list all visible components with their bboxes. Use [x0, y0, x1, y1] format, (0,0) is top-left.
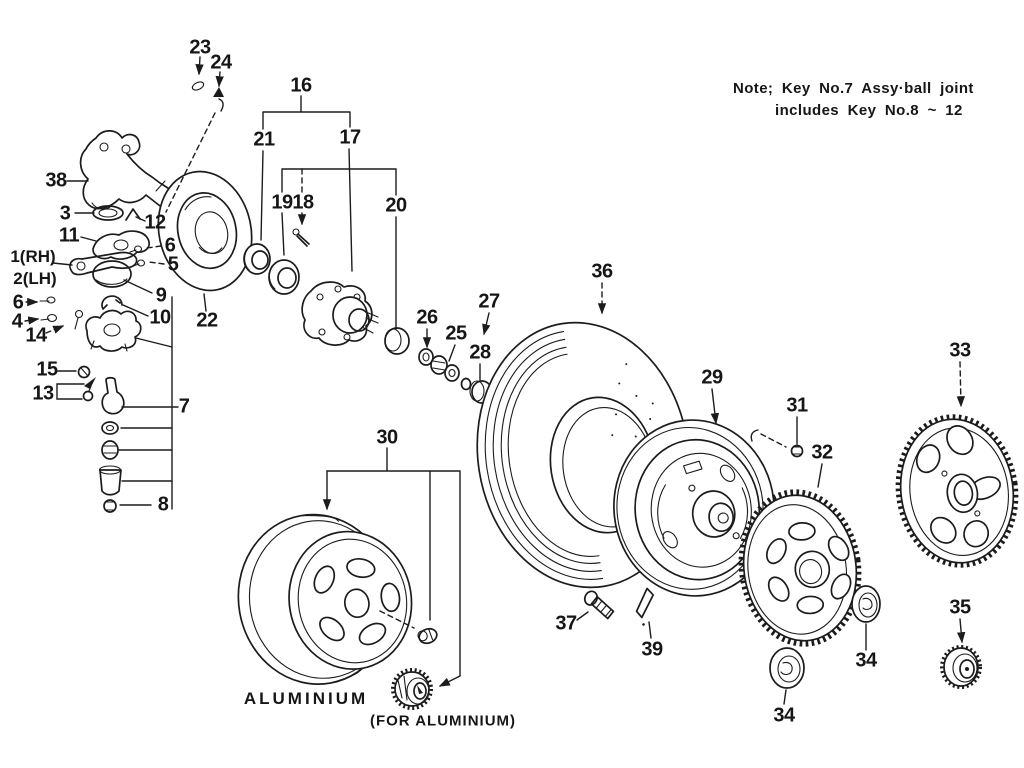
ball-joint-lower-drawing [74, 309, 142, 352]
callout-4: 4 [11, 310, 23, 333]
joint-washer-drawing [101, 421, 119, 435]
snap-ring-drawing [101, 295, 123, 310]
callout-14: 14 [25, 324, 47, 347]
steering-arm-drawing [69, 251, 138, 276]
callout-36: 36 [591, 260, 613, 283]
callout-34b: 34 [855, 649, 877, 672]
callout-6b: 6 [12, 291, 24, 314]
assembly-line-7 [118, 296, 173, 510]
callout-19: 19 [271, 191, 293, 214]
note-text: Note; Key No.7 Assy·ball joint includes … [733, 80, 974, 119]
callout-26: 26 [416, 306, 438, 329]
callout-13: 13 [32, 382, 54, 405]
callout-3: 3 [59, 202, 71, 225]
callout-1rh: 1(RH) [10, 247, 56, 266]
callout-32: 32 [811, 441, 833, 464]
ball-joint-upper-drawing [92, 230, 150, 260]
callout-29: 29 [701, 366, 723, 389]
balance-weight-drawing [635, 587, 655, 626]
valve-stem-drawing [583, 590, 615, 620]
retainer-ring-drawing [77, 365, 91, 379]
outer-bearing-drawing [243, 243, 271, 275]
bracket-19-18-20 [281, 168, 397, 196]
callout-20: 20 [385, 194, 407, 217]
hub-cap-2-drawing [851, 585, 881, 623]
callout-15: 15 [36, 358, 58, 381]
callout-28: 28 [469, 341, 491, 364]
inner-bearing-drawing [268, 259, 300, 295]
callout-39: 39 [641, 638, 663, 661]
callout-21: 21 [253, 128, 275, 151]
for-aluminium-caption: (FOR ALUMINIUM) [369, 712, 517, 730]
small-bolts-drawing [39, 296, 58, 323]
callout-5: 5 [167, 253, 179, 276]
callout-8: 8 [157, 493, 169, 516]
aluminium-caption: ALUMINIUM [243, 689, 369, 708]
callout-30: 30 [376, 426, 398, 449]
wheel-hub-drawing [301, 281, 379, 346]
callout-12: 12 [144, 211, 166, 234]
spindle-nut-drawing [430, 355, 448, 375]
steel-wheel-drum-drawing [613, 419, 775, 597]
joint-bushing-drawing [101, 440, 119, 460]
alu-lug-nut-drawing [417, 627, 438, 645]
lock-washer-drawing [418, 348, 434, 366]
bracket-16 [262, 95, 351, 130]
cotter-pin-drawing [292, 228, 310, 247]
grease-cap-drawing [384, 327, 410, 355]
callout-2lh: 2(LH) [13, 269, 57, 288]
plain-washer-drawing [444, 364, 460, 382]
o-ring-drawing [460, 377, 472, 391]
grease-fitting-drawing [82, 377, 96, 402]
callout-25: 25 [445, 322, 467, 345]
callout-38: 38 [45, 169, 67, 192]
bearing-cap-drawing [940, 645, 982, 689]
callout-17: 17 [339, 126, 361, 149]
callout-9: 9 [155, 284, 167, 307]
callout-27: 27 [478, 290, 500, 313]
note-line-1: Note; Key No.7 Assy·ball joint [733, 80, 974, 97]
callout-10: 10 [149, 306, 171, 329]
callout-35: 35 [949, 596, 971, 619]
callout-16: 16 [290, 74, 312, 97]
callout-11: 11 [58, 224, 80, 247]
split-pin-12-drawing [125, 208, 141, 221]
callout-31: 31 [786, 394, 808, 417]
callout-23: 23 [189, 36, 211, 59]
ball-stud-drawing [101, 376, 125, 415]
callout-22: 22 [196, 309, 218, 332]
callout-33: 33 [949, 339, 971, 362]
hub-cap-1-drawing [769, 647, 805, 689]
wheel-cover-gear-drawing [895, 414, 1019, 568]
callout-24: 24 [210, 51, 232, 74]
pinch-bolts-drawing [129, 245, 146, 267]
callout-6a: 6 [164, 234, 176, 257]
leader-lines [24, 56, 966, 705]
styled-wheel-drawing [738, 489, 862, 647]
alu-center-cap-drawing [391, 668, 433, 710]
aluminium-wheel-drawing [237, 513, 413, 685]
joint-cup-drawing [98, 465, 122, 496]
callout-34a: 34 [773, 704, 795, 727]
callout-18: 18 [292, 191, 314, 214]
joint-nut-drawing [103, 499, 117, 513]
callout-37: 37 [555, 612, 577, 635]
note-line-2: includes Key No.8 ~ 12 [775, 102, 963, 119]
callout-7: 7 [178, 395, 190, 418]
wheel-nut-drawing [790, 444, 804, 458]
brake-disc-drawing [157, 170, 253, 292]
bracket-30 [322, 447, 461, 687]
